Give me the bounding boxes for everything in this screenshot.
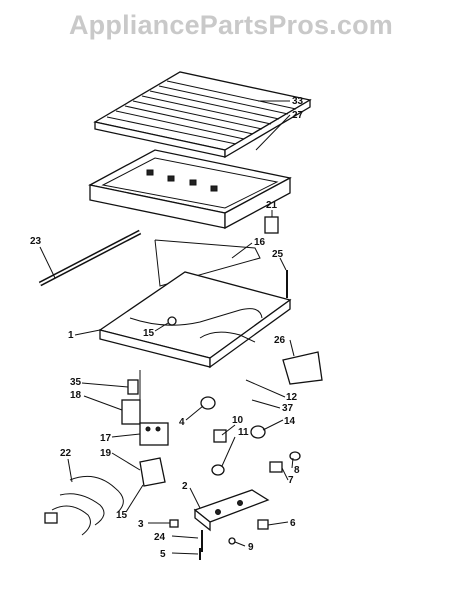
part-9	[228, 537, 236, 545]
callout-2: 2	[182, 481, 188, 492]
shelf-grille	[93, 71, 312, 159]
callout-23: 23	[30, 236, 42, 247]
callout-labels: 33 27 21 23 16 25 1 15 26 35 18 12 37 4 …	[30, 96, 304, 560]
callout-15b: 15	[116, 510, 128, 521]
callout-9: 9	[248, 542, 254, 553]
part-6	[257, 519, 269, 530]
tray-frame	[88, 149, 292, 230]
callout-21: 21	[266, 200, 278, 211]
callout-6: 6	[290, 518, 296, 529]
callout-3: 3	[138, 519, 144, 530]
callout-22: 22	[60, 448, 72, 459]
leader-lines	[39, 100, 295, 555]
callout-5: 5	[160, 549, 166, 560]
part-4	[200, 396, 216, 410]
bracket-18	[121, 370, 141, 425]
callout-4: 4	[179, 417, 185, 428]
part-14	[250, 425, 266, 439]
callout-27: 27	[292, 110, 304, 121]
part-3	[169, 519, 179, 528]
control-box-17	[139, 422, 169, 446]
evaporator-plate	[98, 271, 292, 369]
part-7	[269, 461, 283, 473]
callout-8: 8	[294, 465, 300, 476]
wire-16	[154, 239, 261, 287]
part-26	[282, 351, 323, 385]
callout-18: 18	[70, 390, 82, 401]
callout-19: 19	[100, 448, 112, 459]
part-19	[139, 457, 166, 487]
callout-33: 33	[292, 96, 304, 107]
part-11	[211, 464, 225, 476]
part-10	[213, 429, 227, 443]
callout-17: 17	[100, 433, 112, 444]
callout-26: 26	[274, 335, 286, 346]
part-8	[289, 451, 301, 461]
callout-7: 7	[288, 475, 294, 486]
watermark-text: AppliancePartsPros.com	[68, 10, 393, 40]
callout-25: 25	[272, 249, 284, 260]
callout-14: 14	[284, 416, 296, 427]
callout-35: 35	[70, 377, 82, 388]
base-bracket-2	[193, 489, 270, 532]
callout-15: 15	[143, 328, 155, 339]
gasket-strip	[38, 229, 142, 287]
part-21	[264, 216, 279, 234]
wire-harness	[44, 475, 124, 536]
callout-11: 11	[238, 427, 249, 438]
callout-1: 1	[68, 330, 74, 341]
callout-24: 24	[154, 532, 166, 543]
callout-16: 16	[254, 237, 266, 248]
callout-10: 10	[232, 415, 244, 426]
part-35	[127, 379, 139, 395]
callout-12: 12	[286, 392, 298, 403]
callout-37: 37	[282, 403, 294, 414]
